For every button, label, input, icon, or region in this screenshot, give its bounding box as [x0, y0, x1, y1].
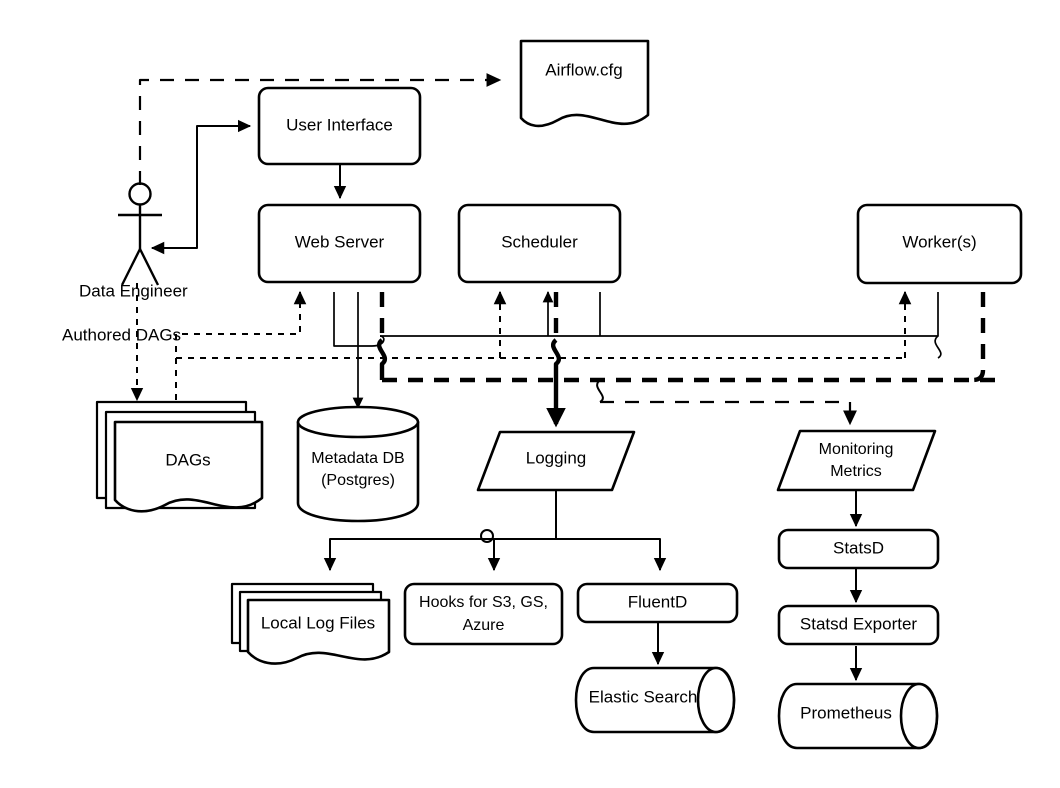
node-metadata-db[interactable]: Metadata DB (Postgres): [296, 405, 420, 523]
web-server-label: Web Server: [295, 232, 385, 251]
edge-ui-to-engineer: [150, 150, 198, 255]
local-log-files-label: Local Log Files: [261, 613, 375, 632]
actor-head: [128, 182, 152, 206]
logging-label: Logging: [526, 448, 587, 467]
user-interface-shape: [257, 86, 422, 166]
user-interface-label: User Interface: [286, 115, 393, 134]
workers-label: Worker(s): [902, 232, 976, 251]
node-statsd-exporter[interactable]: Statsd Exporter: [777, 604, 940, 646]
edge-scheduler-loggingbus-jump: [551, 338, 561, 380]
hooks-shape: [403, 582, 564, 646]
statsd-label: StatsD: [833, 538, 884, 557]
node-local-log-files[interactable]: Local Log Files: [230, 582, 391, 665]
node-airflow-cfg[interactable]: Airflow.cfg: [519, 39, 650, 128]
logging-shape: [476, 430, 636, 492]
edge-metadatadb-rail: [333, 292, 372, 347]
hooks-label-line1: Hooks for S3, GS,: [419, 594, 548, 611]
local-log-sheet-front: [246, 598, 391, 665]
metadata-db-top: [296, 405, 420, 439]
statsd-exporter-shape: [777, 604, 940, 646]
actor-label: Data Engineer: [79, 281, 188, 300]
node-dags[interactable]: DAGs: [95, 400, 264, 513]
dags-sheet-front: [113, 420, 264, 513]
edge-logging-split-right: [556, 538, 667, 572]
web-server-shape: [257, 203, 422, 284]
actor-leg-right: [138, 248, 160, 286]
node-hooks[interactable]: Hooks for S3, GS, Azure: [403, 582, 564, 646]
node-logging[interactable]: Logging: [476, 430, 636, 492]
elastic-search-cap: [696, 666, 736, 734]
actor-data-engineer[interactable]: Data Engineer: [79, 182, 188, 301]
edge-dags-to-webserver: [175, 290, 307, 400]
node-monitoring-metrics[interactable]: Monitoring Metrics: [776, 429, 937, 492]
scheduler-shape: [457, 203, 622, 284]
metadata-db-label-line2: (Postgres): [321, 472, 395, 489]
monitoring-shape: [776, 429, 937, 492]
elastic-search-label: Elastic Search: [589, 687, 698, 706]
edge-engineer-to-ui: [196, 119, 252, 248]
workers-shape: [856, 203, 1023, 285]
metadata-db-body: [296, 420, 420, 523]
scheduler-label: Scheduler: [501, 232, 578, 251]
node-scheduler[interactable]: Scheduler: [457, 203, 622, 284]
rail-jump-workers-a: [934, 335, 942, 359]
edge-engineer-to-airflowcfg: [138, 73, 502, 185]
metadata-db-label-line1: Metadata DB: [311, 450, 404, 467]
airflow-cfg-shape: [519, 39, 650, 128]
prometheus-cap: [899, 682, 939, 750]
line-hop-marker: [480, 529, 494, 543]
node-elastic-search[interactable]: Elastic Search: [574, 666, 736, 734]
fluentd-label: FluentD: [628, 592, 688, 611]
node-user-interface[interactable]: User Interface: [257, 86, 422, 166]
monitoring-label-line1: Monitoring: [819, 441, 894, 458]
edge-workers-to-loggingbus: [972, 292, 986, 383]
hooks-label-line2: Azure: [463, 617, 505, 634]
edge-webserver-loggingbus-jump: [377, 338, 387, 380]
node-web-server[interactable]: Web Server: [257, 203, 422, 284]
actor-leg-left: [120, 248, 142, 286]
fluentd-shape: [576, 582, 739, 624]
edges-layer: [130, 73, 1002, 682]
prometheus-label: Prometheus: [800, 703, 892, 722]
edge-logging-split-left: [323, 538, 556, 572]
node-prometheus[interactable]: Prometheus: [777, 682, 939, 750]
monitoring-label-line2: Metrics: [830, 463, 882, 480]
node-workers[interactable]: Worker(s): [856, 203, 1023, 285]
dags-label: DAGs: [165, 450, 210, 469]
statsd-exporter-label: Statsd Exporter: [800, 614, 918, 633]
edge-logging-split-mid: [487, 538, 556, 572]
edge-label-authored-dags: Authored DAGs: [62, 325, 181, 344]
edge-metadatadb-rail-right2: [548, 292, 939, 337]
edge-scheduler-monitor-jump: [596, 379, 604, 403]
airflow-cfg-label: Airflow.cfg: [545, 60, 622, 79]
node-fluentd[interactable]: FluentD: [576, 582, 739, 624]
statsd-shape: [777, 528, 940, 570]
node-statsd[interactable]: StatsD: [777, 528, 940, 570]
edge-scheduler-to-monitoring: [600, 400, 857, 426]
